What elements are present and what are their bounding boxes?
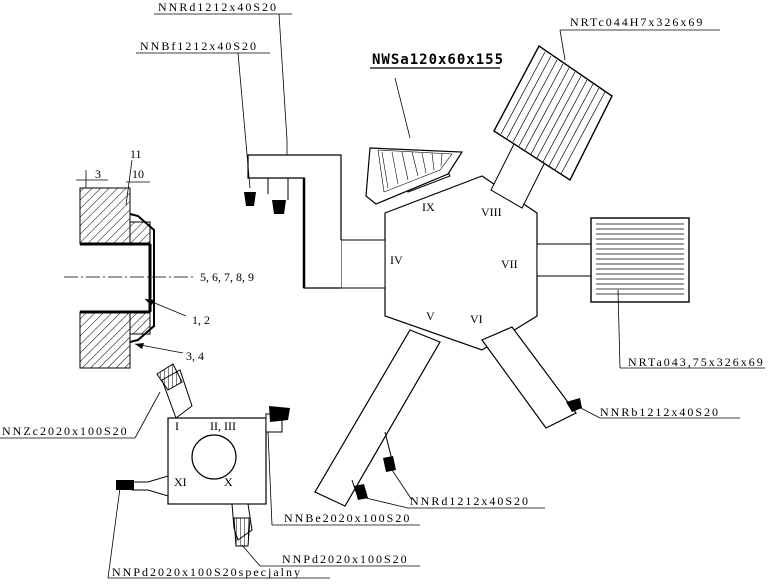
station-vi-arm bbox=[481, 326, 740, 429]
station-ix-wheel bbox=[365, 67, 500, 205]
ref-5-to-9: 5, 6, 7, 8, 9 bbox=[200, 270, 254, 284]
station-iv-holder bbox=[244, 140, 386, 289]
label-nnrd-bottom: NNRd1212x40S20 bbox=[410, 494, 530, 508]
label-nnrb: NNRb1212x40S20 bbox=[600, 405, 720, 419]
station-vi: VI bbox=[470, 312, 483, 326]
turret-hexagon bbox=[384, 175, 538, 351]
label-nnrd-top: NNRd1212x40S20 bbox=[158, 0, 278, 14]
label-nnbf: NNBf1212x40S20 bbox=[140, 39, 258, 53]
station-ix: IX bbox=[422, 200, 435, 214]
label-nwsa: NWSa120x60x155 bbox=[372, 52, 504, 68]
station-viii-roller bbox=[490, 29, 720, 209]
small-turret bbox=[0, 363, 420, 579]
station-vii: VII bbox=[501, 257, 518, 271]
station-viii: VIII bbox=[481, 205, 502, 219]
station-i: I bbox=[175, 419, 179, 433]
ref-11: 11 bbox=[130, 147, 142, 161]
ref-1-2: 1, 2 bbox=[192, 313, 210, 327]
station-vii-roller bbox=[536, 217, 765, 369]
label-nnbe: NNBe2020x100S20 bbox=[284, 511, 411, 525]
workpiece-section bbox=[64, 159, 195, 369]
station-x: X bbox=[224, 475, 233, 489]
label-nrtc: NRTc044H7x326x69 bbox=[570, 15, 704, 29]
station-xi: XI bbox=[174, 475, 187, 489]
label-nnzc: NNZc2020x100S20 bbox=[2, 424, 129, 438]
ref-10: 10 bbox=[132, 167, 144, 181]
label-nrta: NRTa043,75x326x69 bbox=[628, 355, 765, 369]
station-ii-iii: II, III bbox=[210, 419, 236, 433]
station-v: V bbox=[426, 309, 435, 323]
label-nnpd: NNPd2020x100S20 bbox=[282, 552, 409, 566]
label-nnpd-special: NNPd2020x100S20specjalny bbox=[112, 565, 302, 579]
station-v-arm bbox=[314, 329, 545, 509]
station-iv: IV bbox=[390, 253, 403, 267]
ref-3: 3 bbox=[95, 167, 101, 181]
ref-3-4: 3, 4 bbox=[186, 349, 204, 363]
